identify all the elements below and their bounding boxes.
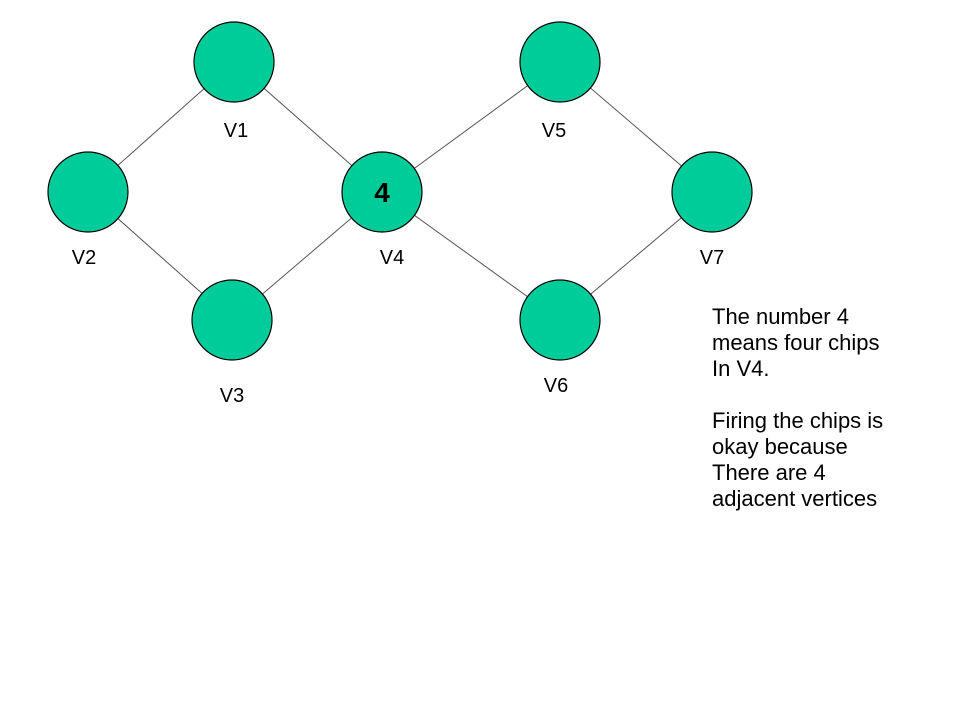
vertex-label-v3: V3 bbox=[220, 385, 244, 407]
note-line: Firing the chips is bbox=[712, 408, 884, 433]
vertex-v1 bbox=[193, 21, 275, 103]
vertex-label-v6: V6 bbox=[544, 375, 568, 397]
vertex-v3 bbox=[191, 279, 273, 361]
vertex-v2 bbox=[47, 151, 129, 233]
vertex-label-v7: V7 bbox=[700, 247, 724, 269]
note-line: okay because bbox=[712, 434, 848, 459]
explanation-note: The number 4 means four chips In V4. Fir… bbox=[712, 304, 952, 538]
vertex-label-v1: V1 bbox=[224, 120, 248, 142]
vertex-label-v2: V2 bbox=[72, 247, 96, 269]
note-paragraph-1: The number 4 means four chips In V4. bbox=[712, 304, 952, 382]
note-line: In V4. bbox=[712, 356, 770, 381]
note-line: The number 4 bbox=[712, 304, 849, 329]
note-line: adjacent vertices bbox=[712, 486, 878, 511]
note-line: There are 4 bbox=[712, 460, 826, 485]
vertex-v6 bbox=[519, 279, 601, 361]
vertex-label-v4: V4 bbox=[380, 247, 404, 269]
vertex-v7 bbox=[671, 151, 753, 233]
chip-count-v4: 4 bbox=[374, 177, 390, 208]
note-line: means four chips bbox=[712, 330, 880, 355]
note-paragraph-2: Firing the chips is okay because There a… bbox=[712, 408, 952, 512]
vertex-v5 bbox=[519, 21, 601, 103]
graph-vertices: 4 bbox=[47, 21, 753, 361]
vertex-label-v5: V5 bbox=[542, 120, 566, 142]
vertex-v4 bbox=[341, 151, 423, 233]
